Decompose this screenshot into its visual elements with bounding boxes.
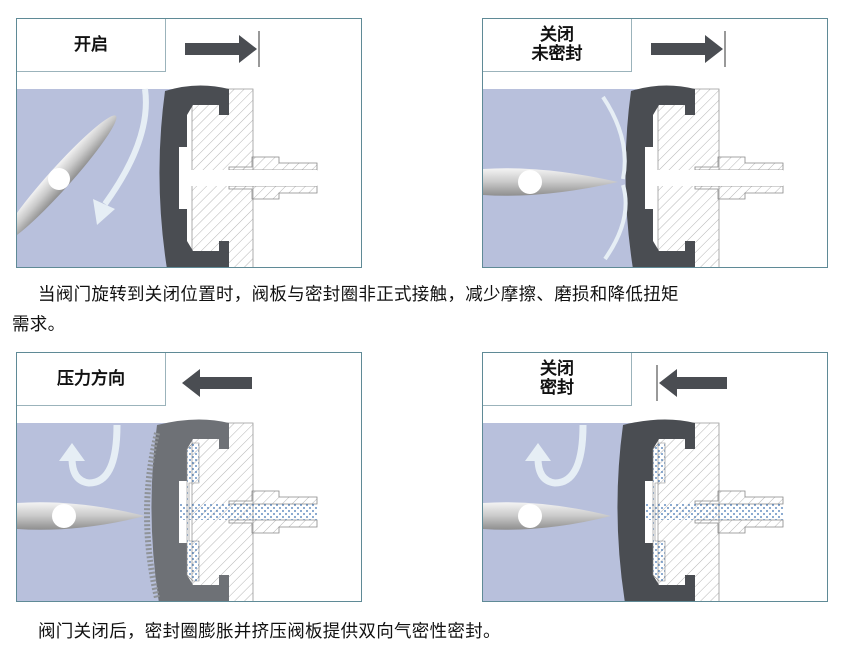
panel-closed-sealed: 关闭 密封 [482, 352, 828, 602]
seal-ring [159, 85, 229, 267]
pressurized-cavity [186, 442, 200, 582]
flow-arrow-up [601, 95, 627, 180]
valve-diagram-closed-unsealed [483, 31, 784, 267]
pressure-fitting [643, 156, 784, 200]
seal-ring [625, 85, 695, 267]
panel-label: 关闭 密封 [483, 353, 632, 406]
panel-closed-unsealed: 关闭 未密封 [482, 18, 828, 268]
flow-arrowhead [93, 199, 115, 225]
flow-arrow [68, 424, 121, 487]
panel-label: 压力方向 [17, 353, 166, 406]
caption-top: 当阀门旋转到关闭位置时，阀板与密封圈非正式接触，减少摩擦、磨损和降低扭矩 需求。 [12, 280, 837, 340]
valve-diagram-closed-sealed [483, 365, 784, 601]
medium-area [17, 89, 177, 267]
disc-shaft [518, 170, 542, 194]
valve-disc [483, 168, 618, 196]
seal-ring [151, 419, 229, 601]
pressure-fitting [643, 490, 784, 534]
direction-left-arrow-icon [659, 369, 727, 397]
flow-arrow-down [603, 184, 628, 261]
pressure-fitting [177, 156, 318, 200]
valve-diagram-open [17, 31, 318, 267]
flow-arrow [102, 88, 149, 206]
pressurized-cavity [652, 442, 666, 582]
valve-disc [483, 502, 611, 530]
direction-right-arrow-icon [651, 35, 723, 63]
flow-arrow [534, 424, 587, 487]
direction-left-arrow-icon [182, 369, 252, 397]
valve-disc [17, 502, 145, 530]
flow-arrowhead [59, 443, 85, 461]
caption-top-line1: 当阀门旋转到关闭位置时，阀板与密封圈非正式接触，减少摩擦、磨损和降低扭矩 [38, 285, 679, 305]
caption-bottom: 阀门关闭后，密封圈膨胀并挤压阀板提供双向气密性密封。 [38, 622, 501, 642]
caption-top-line2: 需求。 [12, 315, 66, 335]
disc-shaft [52, 504, 76, 528]
panel-pressure-direction: 压力方向 [16, 352, 362, 602]
panel-open: 开启 [16, 18, 362, 268]
pressure-fitting [177, 490, 318, 534]
panel-label: 开启 [17, 19, 166, 72]
disc-shaft [518, 504, 542, 528]
direction-right-arrow-icon [185, 35, 257, 63]
seal-ring [617, 419, 695, 601]
panel-label: 关闭 未密封 [483, 19, 632, 72]
flow-arrowhead [525, 443, 551, 461]
disc-shaft [48, 168, 70, 190]
valve-diagram-pressure [17, 369, 318, 601]
